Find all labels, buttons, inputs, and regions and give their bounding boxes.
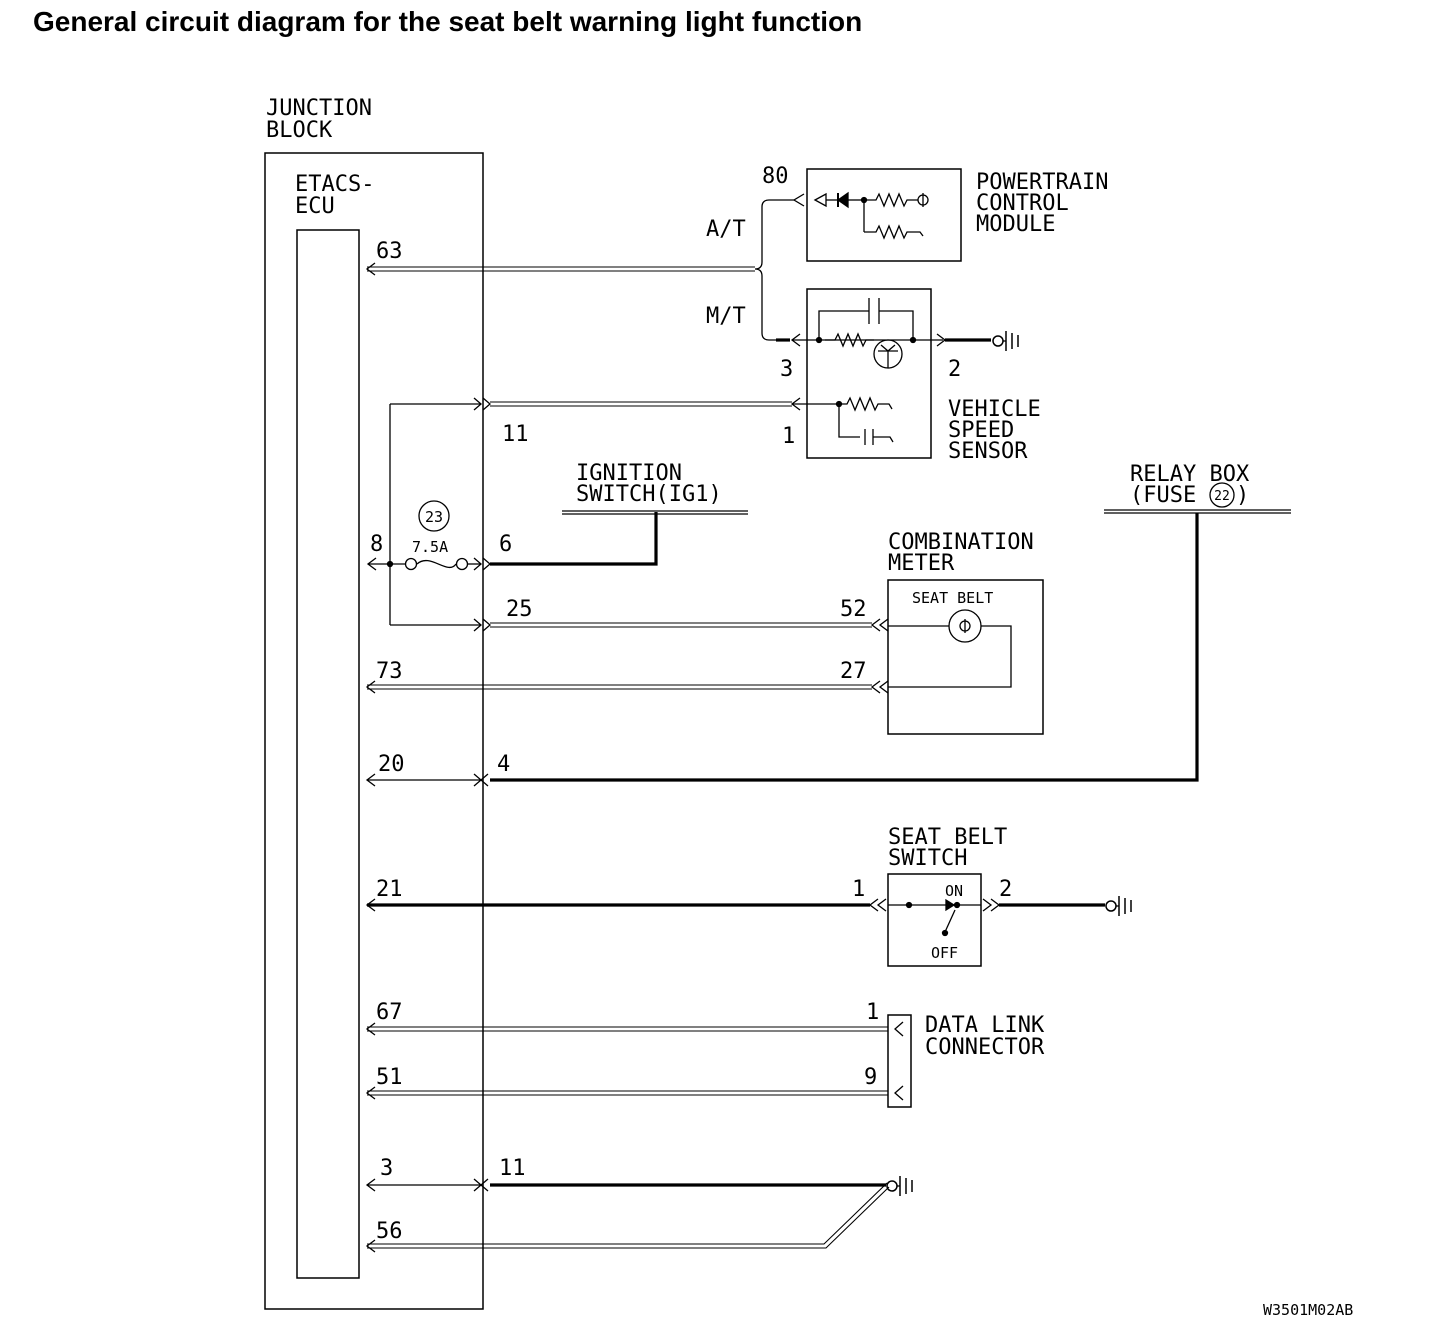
dlc-pin-9: 9 bbox=[864, 1065, 877, 1090]
dlc-label-2: CONNECTOR bbox=[925, 1035, 1045, 1060]
seat-belt-switch-contacts bbox=[888, 898, 981, 937]
vss-label-2: SPEED bbox=[948, 418, 1014, 443]
jb-pin-11-ground: 11 bbox=[499, 1156, 526, 1181]
relay-box-label-1: RELAY BOX bbox=[1130, 462, 1250, 487]
relay-fuse-circle bbox=[1209, 482, 1235, 508]
ecu-pin-73: 73 bbox=[376, 659, 403, 684]
jb-pin-8: 8 bbox=[370, 532, 383, 557]
ecu-pin-3: 3 bbox=[380, 1156, 393, 1181]
vss-internal-circuit bbox=[790, 298, 947, 445]
figure-code: W3501M02AB bbox=[1263, 1301, 1353, 1319]
pcm-box bbox=[806, 168, 962, 262]
wire-63 bbox=[365, 262, 755, 276]
sbs-pin-2: 2 bbox=[999, 877, 1012, 902]
wire-3-11 bbox=[365, 1178, 886, 1192]
ecu-pin-56: 56 bbox=[376, 1219, 403, 1244]
dlc-label-1: DATA LINK bbox=[925, 1013, 1045, 1038]
wire-jb-25 bbox=[390, 618, 889, 632]
etacs-ecu-label-2: ECU bbox=[295, 194, 335, 219]
relay-box-label-2: (FUSE bbox=[1130, 483, 1196, 508]
ignition-label-2: SWITCH(IG1) bbox=[576, 482, 722, 507]
dlc-pin-1-socket bbox=[894, 1021, 904, 1037]
sbs-pin-1: 1 bbox=[852, 877, 865, 902]
page-title: General circuit diagram for the seat bel… bbox=[33, 6, 863, 37]
combination-meter-box bbox=[887, 579, 1044, 735]
vss-box bbox=[806, 288, 932, 459]
pcm-label-2: CONTROL bbox=[976, 191, 1069, 216]
pcm-internal-circuit bbox=[813, 191, 929, 240]
pcm-connector-80 bbox=[792, 193, 805, 207]
at-label: A/T bbox=[706, 217, 746, 242]
jb-pin-11: 11 bbox=[502, 422, 529, 447]
seat-belt-switch-label-2: SWITCH bbox=[888, 846, 967, 871]
seat-belt-switch-label-1: SEAT BELT bbox=[888, 825, 1007, 850]
pcm-label-1: POWERTRAIN bbox=[976, 170, 1108, 195]
vss-label-3: SENSOR bbox=[948, 439, 1028, 464]
meter-pin-27: 27 bbox=[840, 659, 867, 684]
at-mt-branch bbox=[754, 199, 794, 341]
vss-pin-1: 1 bbox=[782, 424, 795, 449]
vss-ground-icon bbox=[992, 330, 1019, 352]
fuse-number-circle bbox=[418, 500, 450, 532]
pcm-label-3: MODULE bbox=[976, 212, 1055, 237]
wire-73 bbox=[365, 680, 889, 694]
meter-pin-52: 52 bbox=[840, 597, 867, 622]
vss-pin-3: 3 bbox=[780, 357, 793, 382]
ignition-label-1: IGNITION bbox=[576, 461, 682, 486]
seat-belt-switch-ground-icon bbox=[1105, 895, 1132, 917]
ecu-ground-icon bbox=[886, 1175, 913, 1197]
fuse-rating: 7.5A bbox=[412, 538, 448, 556]
pcm-pin-80: 80 bbox=[762, 164, 789, 189]
ecu-pin-63: 63 bbox=[376, 239, 403, 264]
wire-67 bbox=[365, 1022, 888, 1036]
ecu-pin-51: 51 bbox=[376, 1065, 403, 1090]
wire-56 bbox=[365, 1182, 890, 1253]
data-link-connector-box bbox=[887, 1014, 912, 1108]
seat-belt-warning-lamp bbox=[888, 609, 1012, 688]
dlc-pin-9-socket bbox=[894, 1085, 904, 1101]
etacs-ecu-label-1: ETACS- bbox=[295, 172, 374, 197]
jb-pin-25: 25 bbox=[506, 597, 533, 622]
fuse-23 bbox=[366, 557, 491, 571]
seat-belt-switch-on: ON bbox=[945, 882, 963, 900]
jb-pin-6: 6 bbox=[499, 532, 512, 557]
relay-box-label-end: ) bbox=[1236, 483, 1249, 508]
vss-label-1: VEHICLE bbox=[948, 397, 1041, 422]
combination-meter-label-1: COMBINATION bbox=[888, 530, 1034, 555]
junction-block-label-2: BLOCK bbox=[266, 118, 333, 143]
ecu-pin-21: 21 bbox=[376, 877, 403, 902]
combination-meter-label-2: METER bbox=[888, 551, 955, 576]
fuse-number: 23 bbox=[425, 508, 443, 526]
seat-belt-switch-off: OFF bbox=[931, 944, 958, 962]
vss-pin-2: 2 bbox=[948, 357, 961, 382]
mt-label: M/T bbox=[706, 304, 746, 329]
seat-belt-switch-box bbox=[887, 873, 982, 967]
jb-pin-4: 4 bbox=[497, 752, 510, 777]
wire-51 bbox=[365, 1086, 888, 1100]
wire-21 bbox=[365, 898, 1105, 912]
dlc-pin-1: 1 bbox=[866, 1000, 879, 1025]
junction-block-box bbox=[264, 152, 484, 1310]
wire-20-4 bbox=[365, 513, 1199, 787]
ecu-pin-20: 20 bbox=[378, 752, 405, 777]
seat-belt-indicator-label: SEAT BELT bbox=[912, 589, 993, 607]
wire-jb-11 bbox=[390, 397, 792, 411]
relay-fuse-number: 22 bbox=[1214, 489, 1230, 504]
ecu-pin-67: 67 bbox=[376, 1000, 403, 1025]
etacs-ecu-box bbox=[296, 229, 360, 1279]
junction-block-label-1: JUNCTION bbox=[266, 96, 372, 121]
ignition-wire bbox=[490, 512, 658, 566]
